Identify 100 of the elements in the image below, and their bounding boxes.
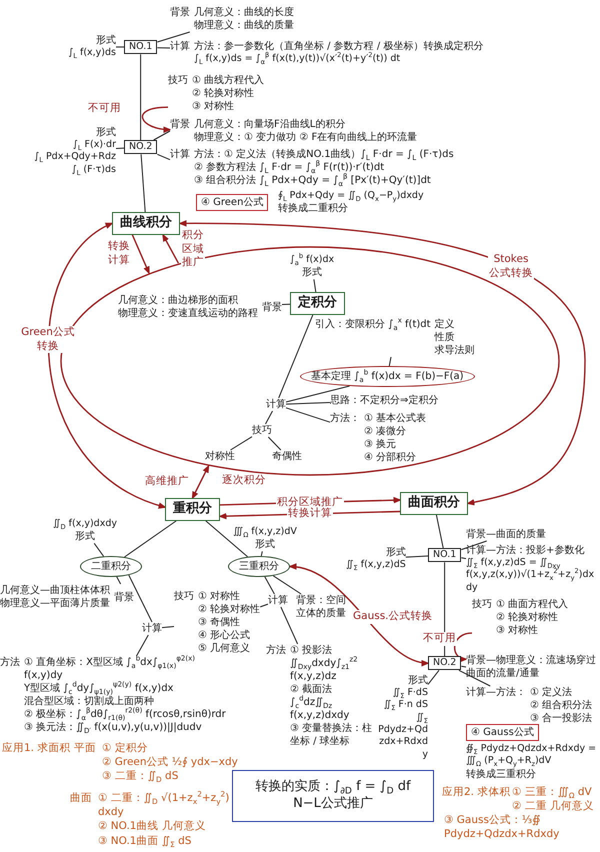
node-box [124,40,158,54]
formula-text: ∭$_{Ω}$ f(x,y,z)dV [232,526,298,538]
branch-line [265,410,273,424]
note-text: ③ 换元 [364,438,398,451]
arrow [454,632,472,662]
note-text: ③ 合一投影法 [530,712,592,725]
topic-box [165,498,220,521]
branch-label: 技巧 [252,424,272,437]
formula-box [466,724,539,741]
formula-text: ∬$_{Σ}$ F·dS [392,687,428,700]
topic-box [112,212,180,235]
branch-line [388,356,392,366]
arrow [142,106,172,132]
branch-line [116,46,124,48]
formula-text: ∬$_{D}$ f(x,y)dxdy [52,518,118,530]
box-label: NO.1 [129,41,152,54]
branch-line [116,148,124,149]
branch-line [278,314,314,398]
branch-line [268,436,282,450]
formula-text: ∬$_{Σ}$ f(x,y,z)dS [346,559,406,572]
node-box [124,140,158,154]
branch-label: 形式 [384,546,406,559]
branch-label: 背景—曲面的质量 [466,528,546,541]
box-label: ④ Green公式 [201,196,264,209]
node-box [428,656,462,670]
note-text: 几何意义—曲顶柱体体积 [0,584,110,597]
branch-line [460,666,466,668]
branch-label: 形式 [407,674,428,687]
note-text: 定义 [434,318,456,331]
note-text: 方法：参一参数化（直角坐标 / 参数方程 / 极坐标）转换成定积分 [194,40,484,52]
formula-text: ∫$_{L}$ (F·τ)ds [70,164,116,176]
branch-line [156,47,170,48]
annotation-text: 平面 [74,742,96,756]
note-text: ② 轮换对称性 [192,87,256,100]
double-arrow [288,564,430,666]
note-text: ① 曲线方程代入 [192,74,264,87]
branch-label: 计算—方法：投影+参数化 [466,544,586,557]
annotation-text: ① 二重：∬$_{D}$ √(1+z$_{x}$$^{2}$+z$_{y}$$^{2}$) dxdy [98,792,230,820]
note-text: ③ 组合积分法 ∫$_{L}$ Pdx+Qdy = ∫$_{α}$$^{β}$ [Px′(t)+Qy′(t)]dt [194,174,432,187]
branch-label: 背景 [170,118,190,131]
formula-text: ∫$_{L}$ f(x,y)ds [67,47,116,60]
branch-label: 方法 [0,656,20,669]
branch-label: 背景：空间立体的质量 [296,594,346,620]
formula-text: ∬$_{Σ}$ F·n dS [382,699,428,712]
topic-box [400,492,468,515]
box-label: NO.1 [433,549,456,562]
annotation-text: ① 定积分 [102,742,148,756]
note-text: ① 对称性 [198,590,242,603]
topic-box [290,292,345,315]
note-text: ∯$_{Σ}$ Pdydz+Qdzdx+Rdxdy = ∭$_{Ω}$ (P$_{x}$+Q$_{y}$+R$_{z}$)dV [466,743,598,768]
note-text: ① 基本公式表 [364,412,426,425]
note-text: 几何意义：向量场F沿曲线L的积分 [194,118,346,131]
branch-label: 计算—方法： [466,686,526,699]
formula-text: ∫$_{a}$$^{b}$ f(x)dx [288,254,336,266]
summary-text: N−L公式推广 [292,796,374,813]
branch-label: 奇偶性 [272,450,302,463]
note-text: ∮$_{L}$ Pdx+Qdy = ∬$_{D}$ (Q$_{x}$−P$_{y}$)dxdy [278,190,425,202]
branch-line [140,54,142,140]
annotation-text: 逐次积分 [222,474,266,488]
branch-line [260,604,268,608]
annotation-text: 应用1. 求面积 [2,742,70,756]
branch-line [140,154,146,212]
edge-label: Stokes公式转换 [488,253,534,280]
annotation-text: ② Green公式 ½∮ ydx−xdy [102,756,238,770]
note-text: ① 曲面方程代入 [496,598,568,611]
note-text: 性质 [434,331,456,344]
branch-label: 背景—物理意义：流速场穿过曲面的流量/通量 [466,654,596,680]
topic-title: 曲面积分 [408,495,460,512]
edge-label: Gauss.公式转换 [352,610,434,624]
annotation-text: ② NO.1曲线 几何意义 [98,820,206,834]
node-box [428,548,462,562]
branch-label: 计算 [170,148,190,161]
note-text: 混合型区域：切割成上面两种 [24,696,155,707]
note-text: 求导法则 [434,344,475,357]
note-text: ② 截面法 ∫$_{c}$$^{d}$dz∬$_{Dz}$ f(x,y,z)dxdy [290,683,350,722]
note-text: 转换成三重积分 [466,768,537,781]
annotation-text: ③ 二重：∬$_{D}$ dS [102,770,178,784]
branch-line [460,557,466,560]
branch-line [286,386,350,402]
branch-line [94,542,104,557]
branch-line [428,670,440,685]
branch-label: 计算 [170,40,190,53]
branch-line [282,304,290,305]
formula-text: ∫$_{L}$ F(x)·dr [72,139,116,152]
branch-line [116,576,122,584]
arrow [162,234,180,264]
formula-text: ∬$_{Σ}$ Pdydz+Qdzdx+Rdxdy [377,712,428,762]
box-label: NO.2 [433,657,456,670]
branch-label: 方法： [330,412,360,425]
branch-line [405,556,428,558]
double-arrow [192,465,210,499]
branch-line [156,32,190,42]
branch-label: 背景 [170,6,190,19]
topic-title: 曲线积分 [120,215,172,232]
note-text: ② 轮换对称性 [198,603,260,616]
note-text: 方法：① 定义法（转换成NO.1曲线）∫$_{L}$ F·dr = ∫$_{L}$ (F·τ)ds [194,148,454,161]
branch-label: 形式 [95,126,116,139]
branch-label: 引入：变限积分 ∫$_{a}$$^{x}$ f(t)dt [315,318,431,331]
note-text: 物理意义：变速直线运动的路程 [118,307,258,320]
branch-line [272,575,302,594]
